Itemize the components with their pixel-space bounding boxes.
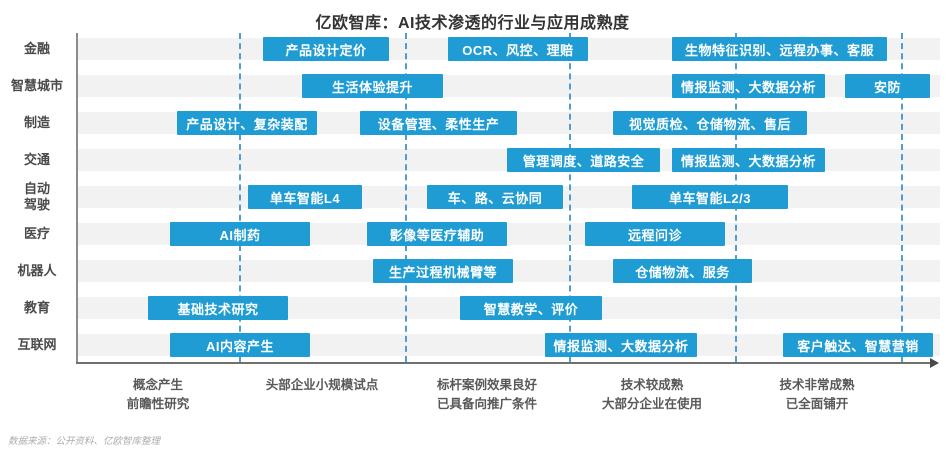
row-label: 智慧城市: [10, 77, 63, 93]
row-label: 金融: [23, 40, 50, 56]
row-label: 医疗: [23, 225, 50, 241]
application-box: 视觉质检、仓储物流、售后: [613, 111, 807, 135]
stage-divider-dashed-line: [405, 33, 407, 362]
application-box: 产品设计定价: [263, 37, 389, 61]
row-label: 自动 驾驶: [23, 180, 50, 212]
stage-label: 标杆案例效果良好 已具备向推广条件: [436, 378, 538, 411]
application-box: 产品设计、复杂装配: [177, 111, 317, 135]
application-box: 设备管理、柔性生产: [360, 111, 517, 135]
application-box: 基础技术研究: [148, 296, 288, 320]
application-box: 生物特征识别、远程办事、客服: [672, 37, 887, 61]
stage-label: 头部企业小规模试点: [265, 378, 379, 392]
stage-label: 技术非常成熟 已全面铺开: [779, 378, 855, 411]
application-box: 情报监测、大数据分析: [545, 333, 697, 357]
stage-label: 技术较成熟 大部分企业在使用: [601, 378, 703, 411]
x-axis-arrow-icon: [930, 358, 939, 368]
application-box: OCR、风控、理赔: [448, 37, 588, 61]
application-box: AI内容产生: [170, 333, 310, 357]
application-box: 单车智能L4: [248, 185, 362, 209]
application-box: 安防: [845, 74, 930, 98]
application-box: 生活体验提升: [302, 74, 443, 98]
x-axis-line: [76, 362, 930, 364]
y-axis-line: [76, 33, 78, 362]
application-box: 车、路、云协同: [427, 185, 563, 209]
stage-divider-dashed-line: [239, 33, 241, 362]
row-label: 教育: [23, 299, 50, 315]
stage-divider-dashed-line: [569, 33, 571, 362]
application-box: 影像等医疗辅助: [367, 222, 507, 246]
application-box: 管理调度、道路安全: [507, 148, 660, 172]
row-label: 交通: [23, 151, 50, 167]
application-box: AI制药: [170, 222, 310, 246]
row-label: 机器人: [17, 262, 57, 278]
row-label: 互联网: [17, 336, 57, 352]
application-box: 远程问诊: [585, 222, 725, 246]
row-label: 制造: [23, 114, 50, 130]
application-box: 生产过程机械臂等: [373, 259, 513, 283]
application-box: 情报监测、大数据分析: [672, 74, 825, 98]
data-source-note: 数据来源：公开资料、亿欧智库整理: [8, 436, 161, 447]
stage-divider-dashed-line: [901, 33, 903, 362]
stage-label: 概念产生 前瞻性研究: [126, 378, 190, 411]
application-box: 单车智能L2/3: [632, 185, 788, 209]
application-box: 仓储物流、服务: [613, 259, 752, 283]
application-box: 智慧教学、评价: [460, 296, 602, 320]
application-box: 客户触达、智慧营销: [783, 333, 933, 357]
application-box: 情报监测、大数据分析: [672, 148, 825, 172]
chart-title: 亿欧智库：AI技术渗透的行业与应用成熟度: [315, 15, 630, 32]
